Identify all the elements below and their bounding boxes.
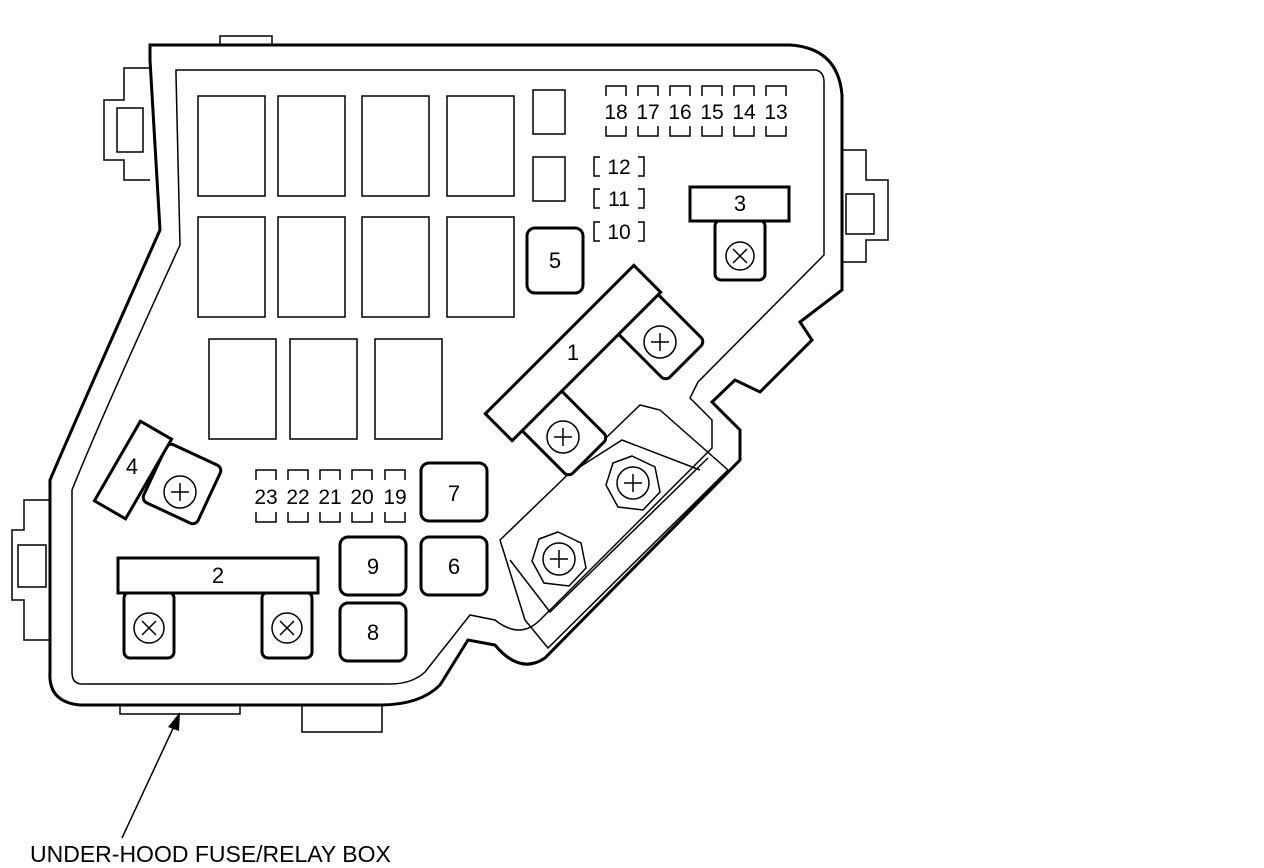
svg-text:10: 10 <box>607 221 630 244</box>
svg-text:18: 18 <box>604 101 627 124</box>
housing-tab-bottom-center <box>301 705 383 733</box>
svg-text:22: 22 <box>286 486 309 509</box>
svg-text:19: 19 <box>383 486 406 509</box>
relay <box>361 95 430 197</box>
housing-tab-top <box>219 35 273 45</box>
diagram-caption: UNDER-HOOD FUSE/RELAY BOX <box>30 841 391 867</box>
fuse-5: 5 <box>525 226 585 295</box>
fuse-7: 7 <box>419 461 489 523</box>
housing-tab-right <box>842 149 889 263</box>
fuse-17: 17 <box>636 85 660 137</box>
svg-text:15: 15 <box>700 101 723 124</box>
relay <box>277 216 346 318</box>
relay <box>197 216 266 318</box>
battery-terminal-inner-ridge <box>574 439 701 471</box>
svg-text:23: 23 <box>254 486 277 509</box>
fuse-22: 22 <box>286 469 310 523</box>
fuse-19: 19 <box>383 469 407 523</box>
fuse-20: 20 <box>350 469 374 523</box>
battery-terminal-bolt <box>605 455 661 511</box>
fuse-14: 14 <box>732 85 756 137</box>
relay <box>446 216 515 318</box>
housing-slot-right <box>845 193 875 235</box>
housing-tab-left-upper <box>103 67 150 181</box>
svg-text:8: 8 <box>367 620 379 645</box>
fuse-18: 18 <box>604 85 628 137</box>
svg-text:20: 20 <box>350 486 373 509</box>
relay <box>197 95 266 197</box>
fuse-8: 8 <box>338 601 408 663</box>
relay <box>277 95 346 197</box>
housing-tab-left-lower <box>11 499 50 641</box>
svg-text:2: 2 <box>212 563 224 588</box>
fuse-13: 13 <box>764 85 788 137</box>
svg-text:21: 21 <box>318 486 341 509</box>
fuse-4: 4 <box>92 419 223 526</box>
fuse-12: 12 <box>593 156 645 179</box>
fuse-10: 10 <box>593 221 645 244</box>
battery-terminal-bolt <box>531 531 587 587</box>
relay <box>374 338 443 440</box>
svg-text:7: 7 <box>448 481 460 506</box>
svg-text:16: 16 <box>668 101 691 124</box>
svg-text:9: 9 <box>367 554 379 579</box>
battery-terminal-housing <box>499 404 730 650</box>
battery-terminal-ridge <box>509 457 709 614</box>
svg-text:12: 12 <box>607 156 630 179</box>
spare-slot <box>532 89 566 135</box>
fuse-1: 1 <box>483 263 705 477</box>
leader-arrow <box>121 712 180 839</box>
relay <box>289 338 358 440</box>
fuse-23: 23 <box>254 469 278 523</box>
fuse-6: 6 <box>419 535 489 597</box>
fuse-box-housing <box>48 43 844 707</box>
svg-text:14: 14 <box>732 101 756 124</box>
relay <box>208 338 277 440</box>
fuse-3: 3 <box>688 185 791 282</box>
svg-text:5: 5 <box>549 248 561 273</box>
fuse-9: 9 <box>338 535 408 597</box>
fuse-15: 15 <box>700 85 724 137</box>
svg-text:4: 4 <box>126 454 138 479</box>
spare-slot <box>532 156 566 202</box>
svg-text:17: 17 <box>636 101 659 124</box>
relay <box>446 95 515 197</box>
housing-slot-left-lower <box>17 544 47 588</box>
fuse-16: 16 <box>668 85 692 137</box>
svg-text:11: 11 <box>608 188 630 211</box>
fuse-21: 21 <box>318 469 342 523</box>
relay <box>361 216 430 318</box>
svg-text:3: 3 <box>734 191 746 216</box>
svg-text:13: 13 <box>764 101 787 124</box>
svg-text:6: 6 <box>448 554 460 579</box>
fuse-box-inner-outline <box>71 69 825 685</box>
fuse-2: 2 <box>116 556 320 660</box>
housing-slot-left-upper <box>116 107 144 153</box>
svg-text:1: 1 <box>567 340 579 365</box>
housing-tab-bottom-left <box>119 705 241 715</box>
fuse-11: 11 <box>593 188 645 211</box>
